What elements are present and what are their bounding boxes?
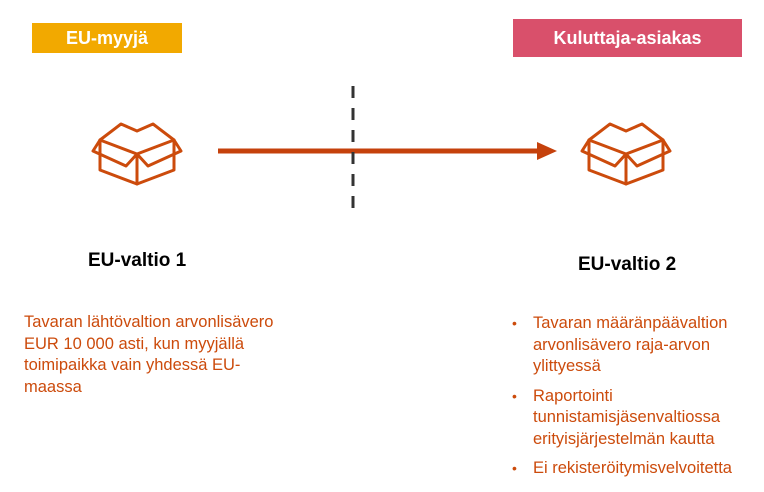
country-label-right: EU-valtio 2: [578, 254, 677, 275]
country-label-left: EU-valtio 1: [88, 250, 187, 271]
border-dashed-line: [351, 86, 355, 208]
seller-label: EU-myyjä: [32, 23, 182, 53]
destination-rules-list: Tavaran määränpäävaltion arvonlisävero r…: [512, 313, 762, 488]
list-item: Tavaran määränpäävaltion arvonlisävero r…: [512, 313, 762, 378]
package-box-icon: [580, 122, 672, 186]
flow-arrow-icon: [218, 142, 557, 160]
buyer-label: Kuluttaja-asiakas: [513, 19, 742, 57]
list-item: Raportointi tunnistamisjäsenvaltiossa er…: [512, 386, 762, 451]
origin-vat-description: Tavaran lähtövaltion arvonlisävero EUR 1…: [24, 313, 274, 396]
list-item: Ei rekisteröitymisvelvoitetta: [512, 458, 762, 480]
package-box-icon: [91, 122, 183, 186]
